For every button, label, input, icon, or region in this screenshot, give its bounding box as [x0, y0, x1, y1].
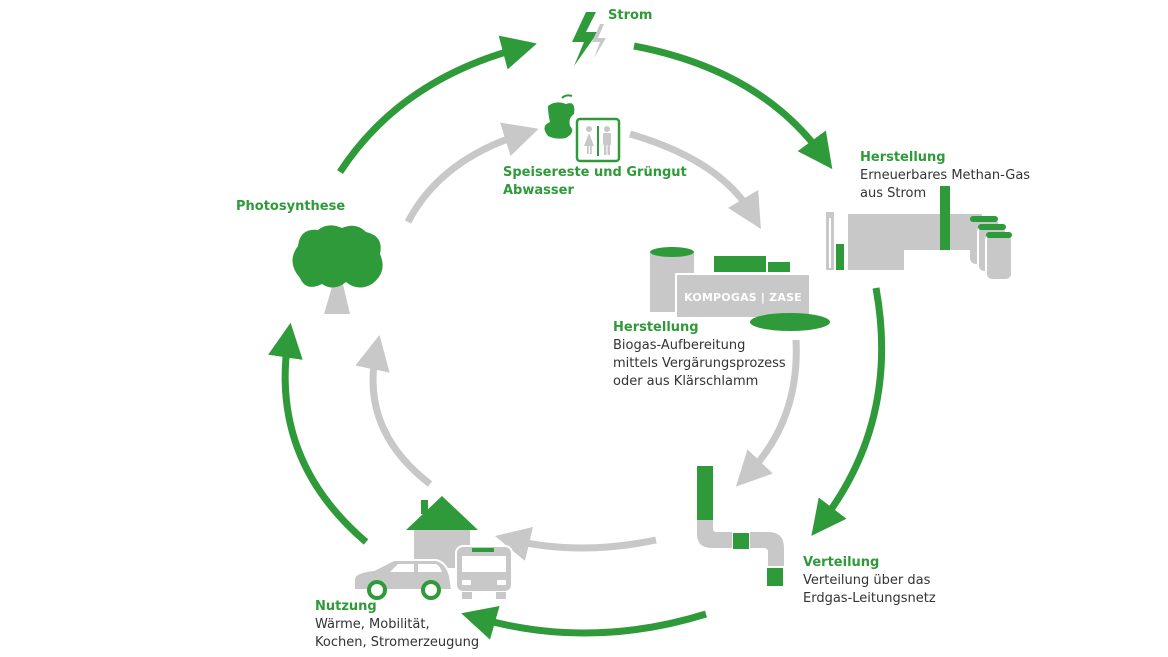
arrow-nutzung-to-photosynthese: [268, 322, 369, 545]
arrow-photosynthese-to-strom: [337, 35, 537, 174]
strom-title: Strom: [608, 8, 653, 23]
label-herstellung-biogas: Herstellung Biogas-Aufbereitung mittels …: [613, 319, 786, 391]
industrial-plant-icon: [826, 186, 1013, 281]
abwasser-title: Abwasser: [503, 183, 574, 198]
nutzung-line2: Kochen, Stromerzeugung: [315, 635, 480, 650]
arrow-tree-to-speisereste: [404, 122, 539, 224]
herstellung-biogas-line1: Biogas-Aufbereitung: [613, 338, 746, 353]
photosynthese-title: Photosynthese: [236, 199, 346, 214]
herstellung-biogas-title: Herstellung: [613, 320, 699, 335]
arrow-nutzung-to-tree: [355, 334, 433, 487]
herstellung-methan-line2: aus Strom: [860, 186, 927, 201]
arrow-verteilung-to-nutzung: [461, 605, 708, 640]
label-speisereste: Speisereste und Grüngut Abwasser: [503, 164, 687, 200]
herstellung-biogas-line2: mittels Vergärungsprozess: [613, 356, 786, 371]
lightning-icon: [572, 12, 606, 66]
outer-cycle-arrows: [268, 35, 886, 640]
verteilung-title: Verteilung: [803, 555, 880, 570]
arrow-biogas-to-pipe: [735, 339, 800, 487]
label-verteilung: Verteilung Verteilung über das Erdgas-Le…: [803, 554, 936, 608]
speisereste-title: Speisereste und Grüngut: [503, 165, 687, 180]
label-herstellung-methan: Herstellung Erneuerbares Methan-Gas aus …: [860, 149, 1030, 203]
bus-icon: [455, 545, 513, 599]
apple-core-icon: [544, 94, 575, 139]
arrow-herstellung-to-verteilung: [811, 287, 886, 536]
plant-label: KOMPOGAS | ZASE: [684, 291, 802, 304]
herstellung-methan-line1: Erneuerbares Methan-Gas: [860, 168, 1031, 183]
car-icon: [353, 559, 454, 600]
nutzung-line1: Wärme, Mobilität,: [315, 617, 430, 632]
herstellung-methan-title: Herstellung: [860, 150, 946, 165]
herstellung-biogas-line3: oder aus Klärschlamm: [613, 374, 759, 389]
tree-icon: [292, 225, 383, 314]
inner-cycle-arrows: [355, 122, 800, 562]
verteilung-line1: Verteilung über das: [803, 573, 931, 588]
pipe-icon: [697, 466, 784, 586]
arrow-strom-to-herstellung: [633, 42, 833, 170]
restroom-icon: [575, 117, 621, 163]
arrow-speisereste-to-biogas: [629, 130, 761, 230]
biogas-plant-icon: [650, 247, 830, 331]
verteilung-line2: Erdgas-Leitungsnetz: [803, 591, 936, 606]
arrow-pipe-to-nutzung: [494, 526, 657, 562]
label-photosynthese: Photosynthese: [236, 198, 345, 216]
nutzung-title: Nutzung: [315, 599, 377, 614]
label-nutzung: Nutzung Wärme, Mobilität, Kochen, Strome…: [315, 598, 479, 652]
label-strom: Strom: [608, 7, 652, 25]
